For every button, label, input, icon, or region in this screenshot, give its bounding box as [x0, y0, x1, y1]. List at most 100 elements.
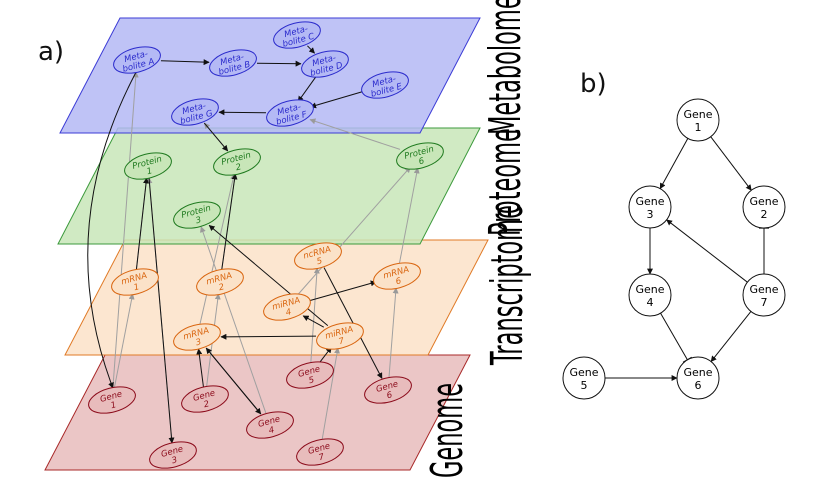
link-mi7-mi4	[302, 315, 325, 328]
link-p6-metF	[309, 118, 401, 150]
link-m2-p2	[221, 173, 238, 271]
link-g2-m3	[196, 348, 204, 388]
gene-node-n6-label: Gene	[683, 366, 712, 379]
node-mi7-label: 7	[338, 336, 346, 347]
node-m3-label: 3	[195, 337, 203, 348]
link-g7-mi7	[321, 347, 340, 441]
link-g6-m6	[388, 287, 399, 379]
gene-network-edges	[605, 136, 769, 381]
metabolome-title: Metabolome	[481, 0, 531, 135]
node-m6-label: 6	[395, 276, 403, 287]
edge-n4-n6	[660, 312, 688, 361]
node-g4-label: 4	[268, 425, 276, 436]
node-g1-label: 1	[110, 400, 118, 411]
link-m6-p6	[398, 167, 420, 265]
gene-node-n2-label: 2	[761, 208, 768, 221]
node-metC: Meta-bolite C	[273, 21, 321, 50]
gene-node-n4-label: Gene	[635, 283, 664, 296]
link-metA-metB	[160, 59, 210, 66]
edge-n7-n3	[666, 219, 748, 283]
gene-node-n3-label: 3	[647, 208, 654, 221]
link-mi4-m6	[307, 280, 377, 302]
node-g2-label: 2	[203, 399, 211, 410]
gene-node-n4-label: 4	[647, 296, 654, 309]
link-g1-m1	[113, 293, 135, 389]
link-m3-g4	[205, 347, 262, 415]
proteome-title: Proteome	[481, 128, 531, 236]
node-g5-label: 5	[308, 375, 316, 386]
edge-n1-n3	[659, 138, 689, 190]
edge-n1-n2	[710, 136, 752, 191]
link-m3-p2	[199, 173, 236, 326]
node-m1-label: 1	[133, 282, 141, 293]
gene-node-n7-label: Gene	[749, 283, 778, 296]
node-nc5-label: 5	[316, 256, 324, 267]
node-p2-label: 2	[235, 162, 243, 173]
link-metA-g1	[87, 71, 137, 389]
panel-label-a: a)	[38, 37, 64, 67]
gene-node-n7-label: 7	[761, 296, 768, 309]
gene-node-n5-label: Gene	[569, 366, 598, 379]
gene-node-n1-label: Gene	[683, 108, 712, 121]
link-g1-metA	[112, 71, 139, 389]
link-metE-metF	[310, 90, 365, 109]
link-m1-p1	[135, 177, 150, 271]
node-p6-label: 6	[418, 156, 426, 167]
metabolome-plane	[59, 17, 481, 134]
link-mi4-p6	[296, 166, 411, 297]
link-metG-p2	[203, 122, 229, 152]
link-mi7-m3	[220, 333, 317, 340]
link-g4-p3	[200, 226, 267, 414]
transcriptome-title: Transcriptome	[483, 205, 533, 366]
gene-node-n2-label: Gene	[749, 195, 778, 208]
node-metD: Meta-bolite D	[301, 50, 349, 79]
link-g5-nc5	[310, 267, 320, 364]
node-g7-label: 7	[318, 452, 326, 463]
edge-n7-n6	[710, 311, 752, 363]
gene-node-n3-label: Gene	[635, 195, 664, 208]
link-metD-metF	[297, 75, 318, 103]
gene-node-n5-label: 5	[581, 379, 588, 392]
panel-label-b: b)	[580, 69, 607, 99]
gene-node-n1-label: 1	[695, 121, 702, 134]
link-g5-mi7	[318, 346, 332, 365]
node-m2-label: 2	[218, 282, 226, 293]
gene-node-n6-label: 6	[695, 379, 702, 392]
node-p1-label: 1	[146, 166, 154, 177]
node-g6-label: 6	[386, 390, 394, 401]
node-p3-label: 3	[195, 215, 203, 226]
genome-title: Genome	[423, 383, 473, 478]
link-p1-g3	[148, 177, 175, 444]
node-g3-label: 3	[171, 455, 179, 466]
link-metC-metD	[307, 45, 315, 54]
node-mi4-label: 4	[285, 307, 293, 318]
